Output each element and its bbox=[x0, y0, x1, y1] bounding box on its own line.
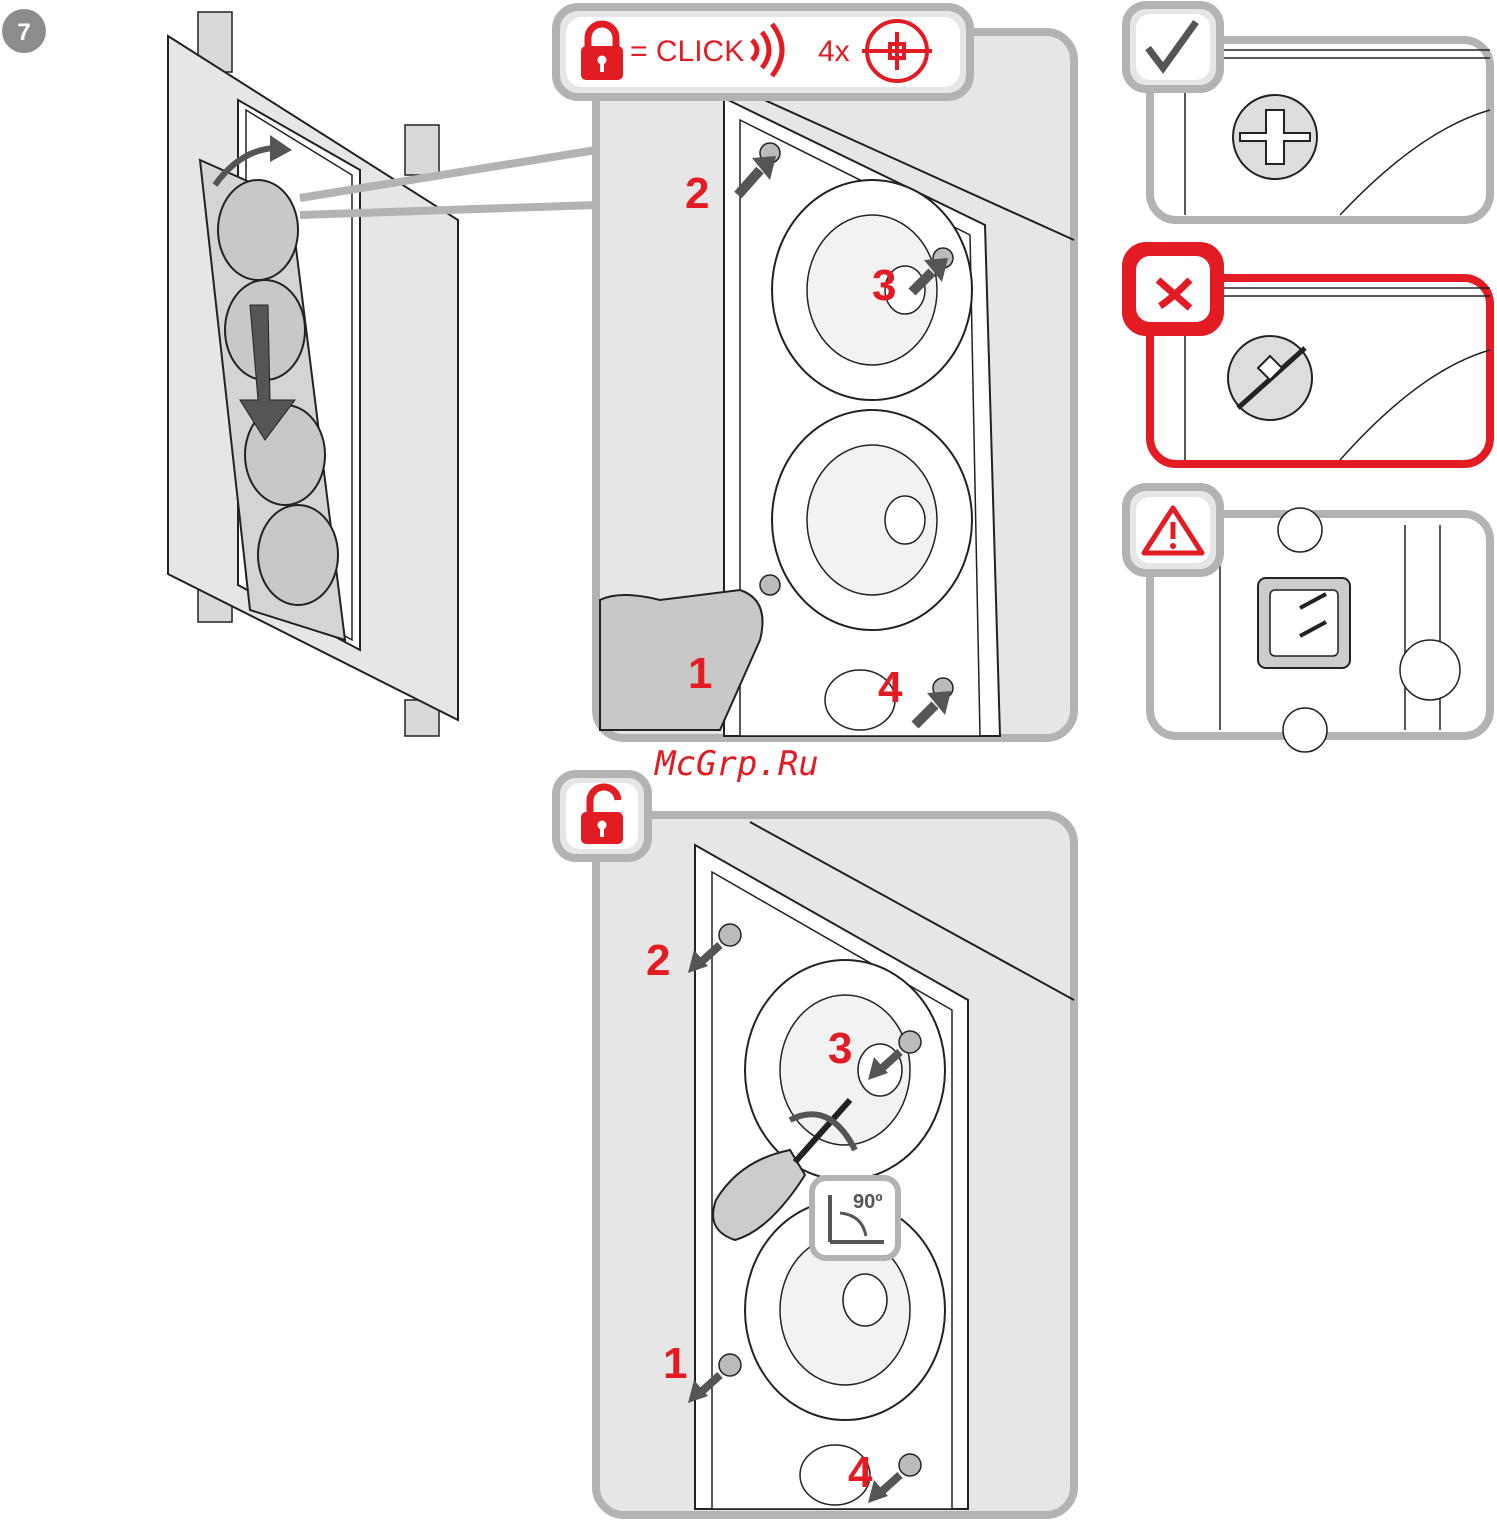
step-badge: 7 bbox=[2, 9, 46, 53]
wrong-detail bbox=[1126, 246, 1490, 464]
lock-header: = CLICK 4x bbox=[556, 7, 970, 97]
unlock-number-4: 4 bbox=[848, 1448, 873, 1497]
angle-label: 90º bbox=[853, 1191, 883, 1213]
step-number: 7 bbox=[17, 19, 30, 46]
click-label: = CLICK bbox=[630, 35, 744, 68]
lock-number-2: 2 bbox=[685, 169, 709, 218]
watermark: McGrp.Ru bbox=[654, 744, 819, 784]
unlock-header bbox=[556, 774, 648, 858]
unlock-number-2: 2 bbox=[646, 936, 670, 985]
screw-count: 4x bbox=[818, 35, 850, 68]
unlock-number-3: 3 bbox=[828, 1024, 852, 1073]
unlock-number-1: 1 bbox=[663, 1339, 687, 1388]
angle-badge: 90º bbox=[812, 1178, 898, 1258]
lock-panel: 2 3 1 4 bbox=[596, 32, 1074, 738]
correct-detail bbox=[1126, 5, 1490, 220]
overview-illustration bbox=[168, 12, 596, 736]
warning-detail bbox=[1126, 487, 1490, 752]
lock-number-1: 1 bbox=[688, 649, 712, 698]
lock-number-3: 3 bbox=[872, 261, 896, 310]
unlock-panel: 2 3 1 4 90º bbox=[596, 815, 1074, 1515]
lock-number-4: 4 bbox=[878, 663, 903, 712]
